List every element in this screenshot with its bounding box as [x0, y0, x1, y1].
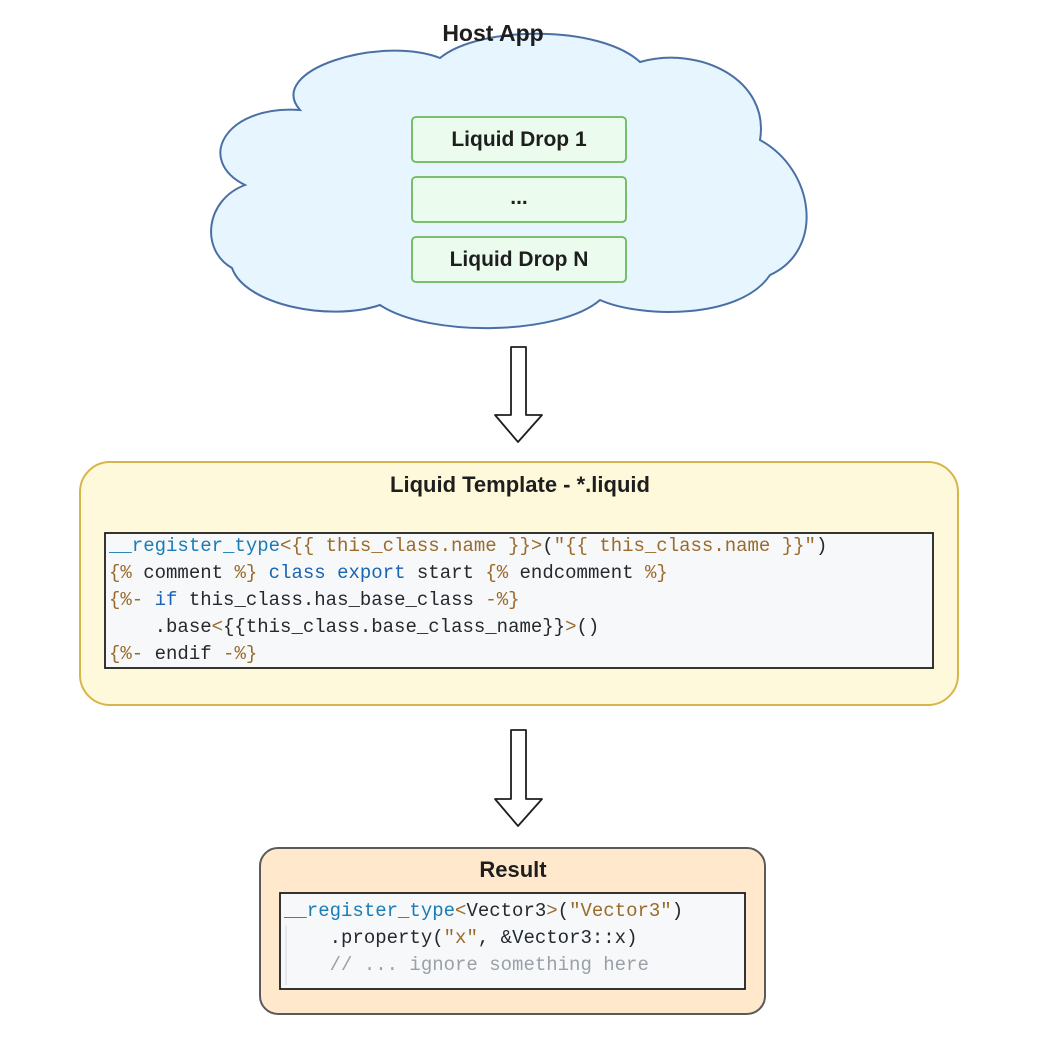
code-token: class export — [268, 562, 406, 584]
code-token: __register_type — [284, 900, 456, 922]
code-token: {{this_class.base_class_name}} — [223, 616, 566, 638]
code-token: <{{ this_class.name }}> — [280, 535, 543, 557]
result-code-box — [279, 892, 746, 990]
code-line: .base<{{this_class.base_class_name}}>() — [109, 614, 931, 641]
template-code: __register_type<{{ this_class.name }}>("… — [109, 533, 931, 667]
code-token: > — [565, 616, 577, 638]
code-line: {%- endif -%} — [109, 641, 931, 667]
code-token: {% — [485, 562, 509, 584]
code-token: {%- — [109, 589, 144, 611]
code-token: () — [576, 616, 600, 638]
code-token: {% — [109, 562, 132, 584]
code-token: comment — [131, 562, 235, 584]
code-line: {%- if this_class.has_base_class -%} — [109, 587, 931, 614]
code-line: __register_type<{{ this_class.name }}>("… — [109, 533, 931, 560]
code-token — [143, 589, 154, 611]
code-token: endif — [143, 643, 224, 665]
code-token: .property( — [284, 927, 444, 949]
code-line: // ... ignore something here — [284, 952, 742, 979]
code-token: ( — [557, 900, 570, 922]
liquid-drop-ellipsis-label: ... — [510, 186, 528, 209]
liquid-drop-1-box — [411, 116, 627, 163]
template-code-box — [104, 532, 934, 669]
code-token: this_class.has_base_class — [177, 589, 486, 611]
code-token: // ... ignore something here — [284, 954, 649, 976]
code-line: .property("x", &Vector3::x) — [284, 925, 742, 952]
code-token: ) — [671, 900, 684, 922]
arrow-host-to-template — [494, 346, 543, 443]
code-line: {% comment %} class export start {% endc… — [109, 560, 931, 587]
result-title: Result — [479, 857, 547, 882]
code-token: endcomment — [508, 562, 645, 584]
liquid-drop-ellipsis-box — [411, 176, 627, 223]
code-token: ( — [542, 535, 554, 557]
code-token: .base — [109, 616, 212, 638]
code-token: {%- — [109, 643, 144, 665]
code-token: -%} — [223, 643, 258, 665]
liquid-drop-n-box — [411, 236, 627, 283]
liquid-drop-n-label: Liquid Drop N — [449, 248, 589, 271]
code-token: > — [546, 900, 558, 922]
code-token: < — [211, 616, 224, 638]
code-token: start — [405, 562, 486, 584]
template-title: Liquid Template - *.liquid — [390, 472, 650, 497]
code-token: "{{ this_class.name }}" — [553, 535, 816, 557]
host-app-title: Host App — [442, 20, 544, 46]
code-line: __register_type<Vector3>("Vector3") — [284, 898, 742, 925]
code-token: if — [154, 589, 178, 611]
code-token: -%} — [485, 589, 520, 611]
code-token: , &Vector3::x) — [477, 927, 638, 949]
code-token: "Vector3" — [569, 900, 672, 922]
code-token: %} — [234, 562, 258, 584]
code-token: ) — [815, 535, 828, 557]
code-token — [257, 562, 268, 584]
code-token: Vector3 — [466, 900, 547, 922]
result-code: __register_type<Vector3>("Vector3") .pro… — [284, 898, 742, 986]
code-token: __register_type — [109, 535, 281, 557]
code-token: < — [455, 900, 467, 922]
arrow-template-to-result — [494, 729, 543, 827]
code-token: "x" — [443, 927, 478, 949]
liquid-drop-1-label: Liquid Drop 1 — [451, 128, 587, 151]
code-token: %} — [644, 562, 668, 584]
